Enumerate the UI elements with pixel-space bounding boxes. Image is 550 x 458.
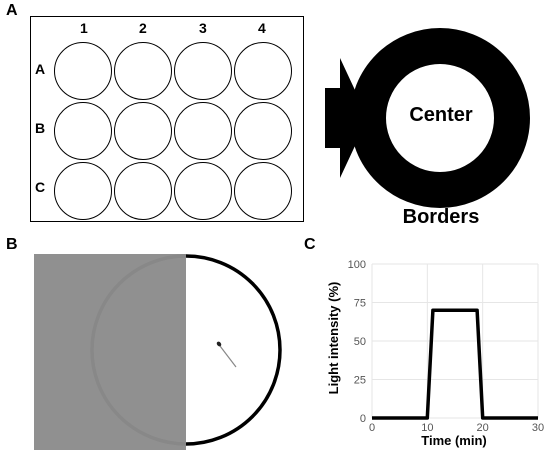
well: [174, 42, 232, 100]
x-tick-label: 0: [369, 422, 375, 434]
plate-row-label: A: [35, 61, 46, 77]
y-tick-label: 75: [354, 298, 366, 310]
arena-diagram: [34, 254, 282, 450]
well: [174, 102, 232, 160]
chart-grid: [371, 263, 539, 419]
well: [114, 102, 172, 160]
well: [114, 42, 172, 100]
series-line: [372, 308, 538, 420]
plate-column-label: 3: [199, 20, 207, 36]
plate-row-label: C: [35, 179, 46, 195]
x-tick-label: 20: [477, 422, 489, 434]
y-tick-label: 50: [354, 336, 366, 348]
y-tick-label: 100: [348, 259, 366, 271]
well: [234, 162, 292, 220]
well: [234, 42, 292, 100]
center-zone-label: Center: [409, 104, 473, 126]
panel-c-label: C: [304, 236, 316, 253]
shaded-half: [34, 254, 186, 450]
well: [234, 102, 292, 160]
x-tick-labels: 0 10 20 30: [369, 422, 544, 434]
plate-row-label: B: [35, 120, 46, 136]
zone-diagram: [325, 28, 530, 208]
larva-icon: [216, 341, 237, 368]
panel-b-label: B: [6, 236, 18, 253]
borders-zone-label: Borders: [402, 206, 480, 228]
panel-a-label: A: [6, 2, 18, 19]
well: [54, 102, 112, 160]
y-tick-label: 0: [360, 413, 366, 425]
well: [114, 162, 172, 220]
well: [174, 162, 232, 220]
border-zone-ring: [350, 28, 530, 208]
y-tick-labels: 0 25 50 75 100: [348, 259, 366, 425]
light-intensity-chart: 0 25 50 75 100 0 10 20 30 Light intensity (%) T…: [326, 259, 544, 448]
y-tick-label: 25: [354, 375, 366, 387]
well: [54, 162, 112, 220]
y-axis-label: Light intensity (%): [326, 282, 341, 395]
x-tick-label: 10: [421, 422, 433, 434]
well: [54, 42, 112, 100]
plate-column-label: 2: [139, 20, 147, 36]
arrow-icon: [325, 58, 368, 178]
x-axis-label: Time (min): [421, 433, 487, 448]
plate-column-label: 4: [258, 20, 266, 36]
plate-column-label: 1: [80, 20, 88, 36]
x-tick-label: 30: [532, 422, 544, 434]
